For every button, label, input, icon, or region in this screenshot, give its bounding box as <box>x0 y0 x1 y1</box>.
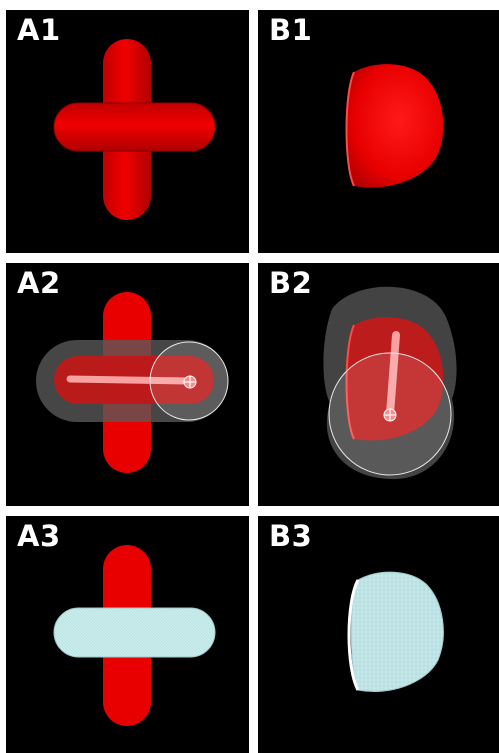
segmented-hemisphere <box>350 571 444 692</box>
cross-shape-view <box>53 39 216 220</box>
panel-label: A3 <box>17 519 61 553</box>
crosshair-cursor-icon <box>383 408 397 422</box>
panel-b3: B3 <box>258 516 499 753</box>
panel-label: B3 <box>269 519 313 553</box>
hemisphere-shape <box>345 64 444 188</box>
hemisphere-rim <box>345 324 355 440</box>
horizontal-capsule <box>53 102 216 152</box>
panel-b1: B1 <box>258 10 499 253</box>
panel-label: B1 <box>269 13 313 47</box>
panel-label: A2 <box>17 266 61 300</box>
brush-stroke <box>66 375 192 385</box>
hemisphere-segmented-view <box>347 571 444 692</box>
panel-a3: A3 <box>6 516 249 753</box>
cross-selection-view <box>36 292 229 473</box>
hemisphere-rim <box>347 579 360 691</box>
brush-stroke <box>386 331 400 418</box>
cross-segmented-view <box>53 545 216 726</box>
hemisphere-view <box>345 64 444 188</box>
panel-label: B2 <box>269 266 313 300</box>
hemisphere-selection-view <box>323 286 457 480</box>
panel-a1: A1 <box>6 10 249 253</box>
segmented-capsule <box>53 607 216 658</box>
hemisphere-rim <box>345 71 355 187</box>
panel-label: A1 <box>17 13 61 47</box>
panel-a2: A2 <box>6 263 249 506</box>
panel-b2: B2 <box>258 263 499 506</box>
crosshair-cursor-icon <box>183 375 197 389</box>
